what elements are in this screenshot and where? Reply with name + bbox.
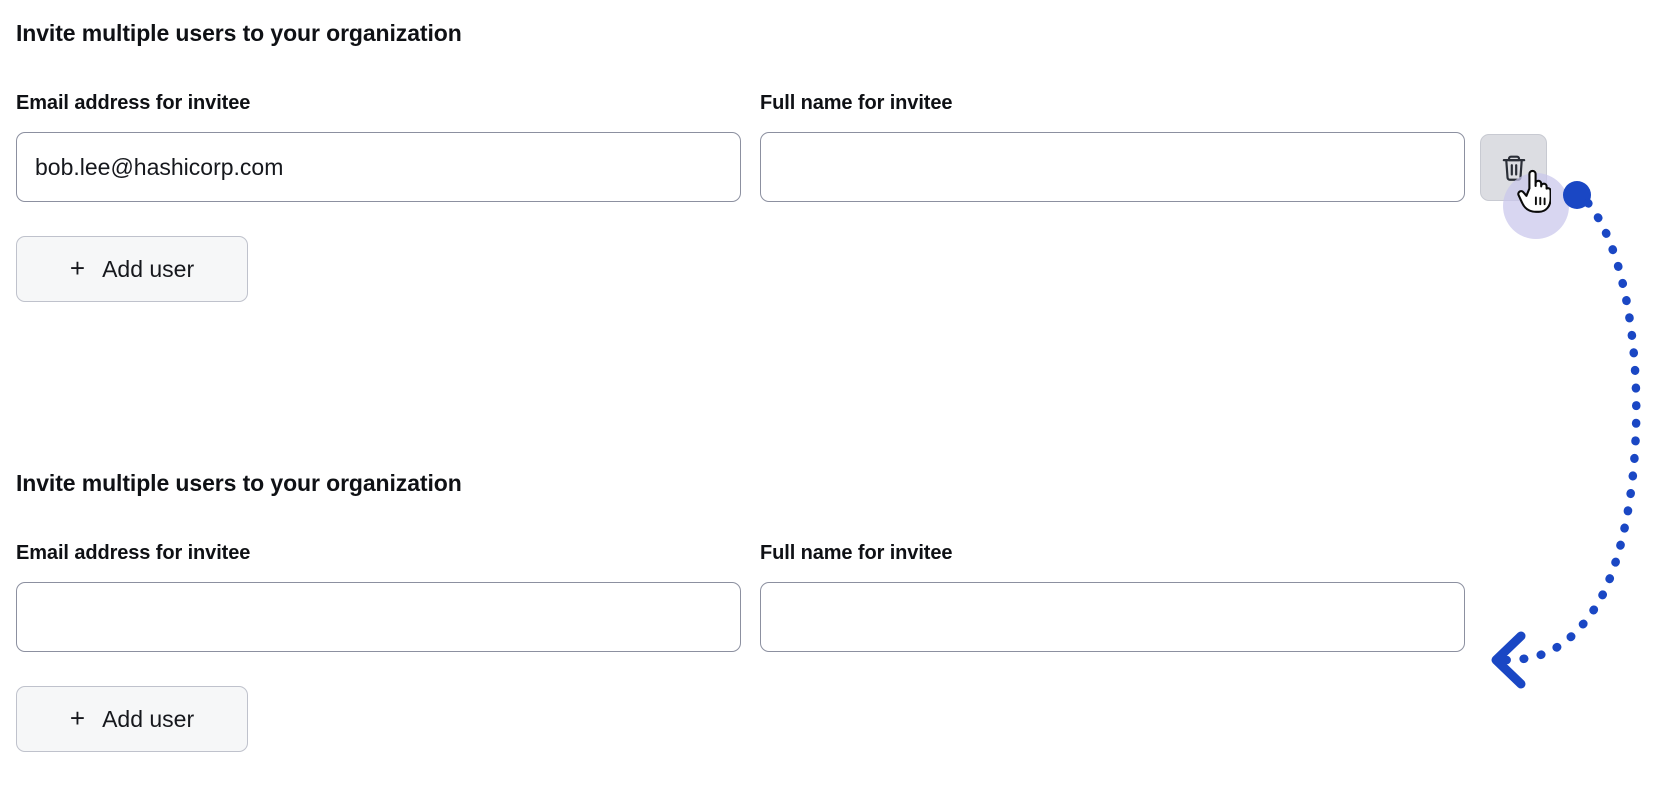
email-input[interactable] [16, 582, 741, 652]
fullname-field-label: Full name for invitee [760, 92, 953, 114]
fullname-field-label: Full name for invitee [760, 542, 953, 564]
trash-icon [1500, 153, 1528, 183]
email-field-label: Email address for invitee [16, 542, 251, 564]
arrow-dotted-path [1500, 198, 1641, 665]
fullname-input[interactable] [760, 582, 1465, 652]
fullname-input[interactable] [760, 132, 1465, 202]
add-user-button[interactable]: + Add user [16, 686, 248, 752]
delete-row-button[interactable] [1480, 134, 1547, 201]
email-input[interactable] [16, 132, 741, 202]
arrow-start-dot [1563, 181, 1591, 209]
add-user-button[interactable]: + Add user [16, 236, 248, 302]
page-title: Invite multiple users to your organizati… [16, 20, 462, 46]
email-field-label: Email address for invitee [16, 92, 251, 114]
page-title: Invite multiple users to your organizati… [16, 470, 462, 496]
arrowhead-icon [1491, 631, 1526, 689]
plus-icon: + [69, 253, 86, 283]
add-user-label: Add user [102, 705, 195, 732]
plus-icon: + [69, 703, 86, 733]
add-user-label: Add user [102, 255, 195, 282]
